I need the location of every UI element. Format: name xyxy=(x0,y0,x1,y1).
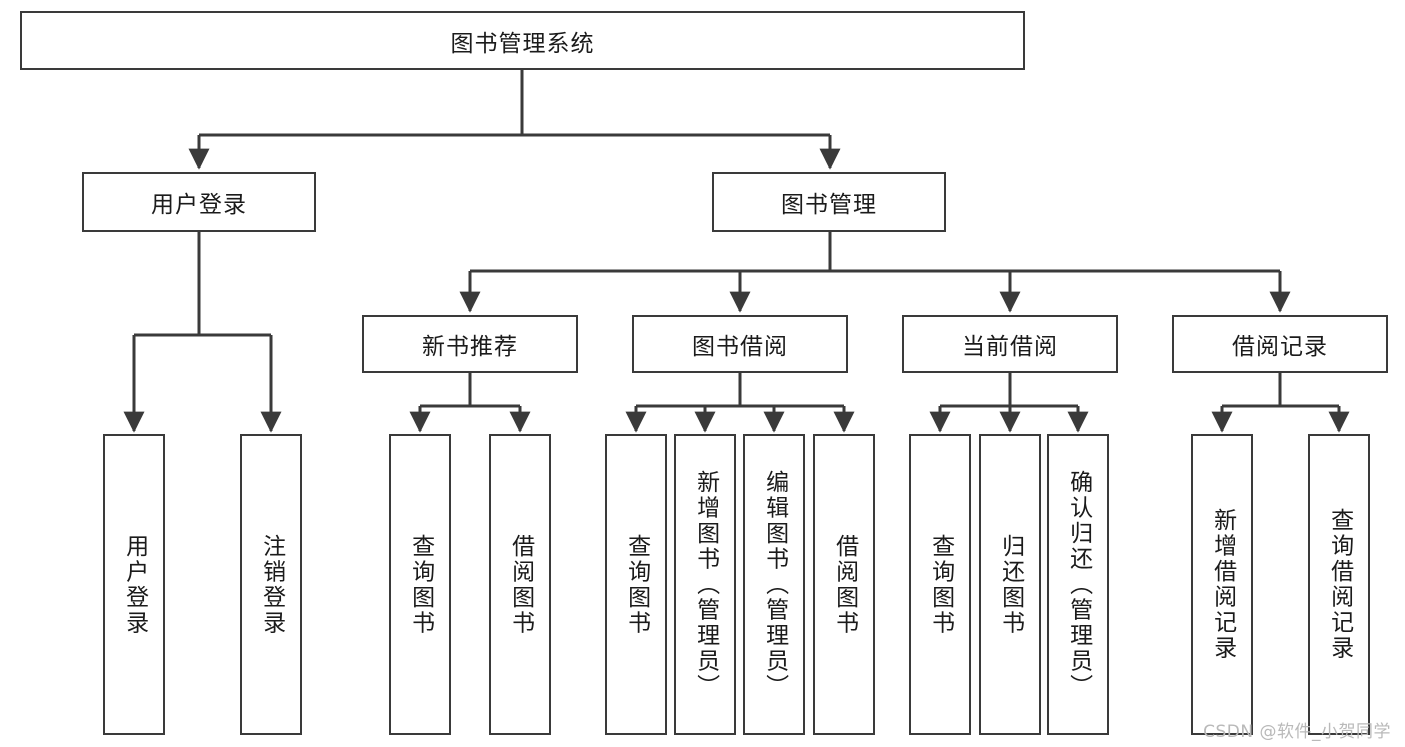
node-user-login-label: 用户登录 xyxy=(151,192,247,218)
node-new-book-recommend-label: 新书推荐 xyxy=(422,334,518,360)
node-leaf-query-book-1-label: 查询图书 xyxy=(407,533,434,636)
node-book-management-label: 图书管理 xyxy=(781,192,877,218)
node-borrow-record[interactable]: 借阅记录 xyxy=(1172,315,1388,373)
node-leaf-query-book-3-label: 查询图书 xyxy=(927,533,954,636)
node-leaf-edit-book-label: 编辑图书（管理员） xyxy=(761,469,788,700)
node-leaf-confirm-return-label: 确认归还（管理员） xyxy=(1065,469,1092,700)
node-leaf-query-book-3[interactable]: 查询图书 xyxy=(909,434,971,735)
node-leaf-query-record-label: 查询借阅记录 xyxy=(1326,508,1353,661)
node-borrow-record-label: 借阅记录 xyxy=(1232,334,1328,360)
node-leaf-add-book-label: 新增图书（管理员） xyxy=(692,469,719,700)
node-new-book-recommend[interactable]: 新书推荐 xyxy=(362,315,578,373)
node-root-label: 图书管理系统 xyxy=(450,30,595,57)
node-leaf-query-book-2[interactable]: 查询图书 xyxy=(605,434,667,735)
node-current-borrow-label: 当前借阅 xyxy=(962,334,1058,360)
node-leaf-user-logout-label: 注销登录 xyxy=(258,533,285,636)
node-leaf-user-logout[interactable]: 注销登录 xyxy=(240,434,302,735)
node-leaf-user-login[interactable]: 用户登录 xyxy=(103,434,165,735)
node-leaf-borrow-book-1-label: 借阅图书 xyxy=(507,533,534,636)
node-leaf-edit-book[interactable]: 编辑图书（管理员） xyxy=(743,434,805,735)
node-book-borrow-label: 图书借阅 xyxy=(692,334,788,360)
node-leaf-add-record-label: 新增借阅记录 xyxy=(1209,508,1236,661)
node-leaf-return-book-label: 归还图书 xyxy=(997,533,1024,636)
node-root[interactable]: 图书管理系统 xyxy=(20,11,1025,70)
node-leaf-query-book-1[interactable]: 查询图书 xyxy=(389,434,451,735)
node-leaf-add-book[interactable]: 新增图书（管理员） xyxy=(674,434,736,735)
node-leaf-return-book[interactable]: 归还图书 xyxy=(979,434,1041,735)
node-leaf-borrow-book-1[interactable]: 借阅图书 xyxy=(489,434,551,735)
node-leaf-query-record[interactable]: 查询借阅记录 xyxy=(1308,434,1370,735)
node-leaf-query-book-2-label: 查询图书 xyxy=(623,533,650,636)
node-current-borrow[interactable]: 当前借阅 xyxy=(902,315,1118,373)
node-leaf-confirm-return[interactable]: 确认归还（管理员） xyxy=(1047,434,1109,735)
node-book-management[interactable]: 图书管理 xyxy=(712,172,946,232)
node-leaf-borrow-book-2-label: 借阅图书 xyxy=(831,533,858,636)
node-leaf-user-login-label: 用户登录 xyxy=(121,533,148,636)
node-leaf-borrow-book-2[interactable]: 借阅图书 xyxy=(813,434,875,735)
node-leaf-add-record[interactable]: 新增借阅记录 xyxy=(1191,434,1253,735)
node-book-borrow[interactable]: 图书借阅 xyxy=(632,315,848,373)
node-user-login[interactable]: 用户登录 xyxy=(82,172,316,232)
